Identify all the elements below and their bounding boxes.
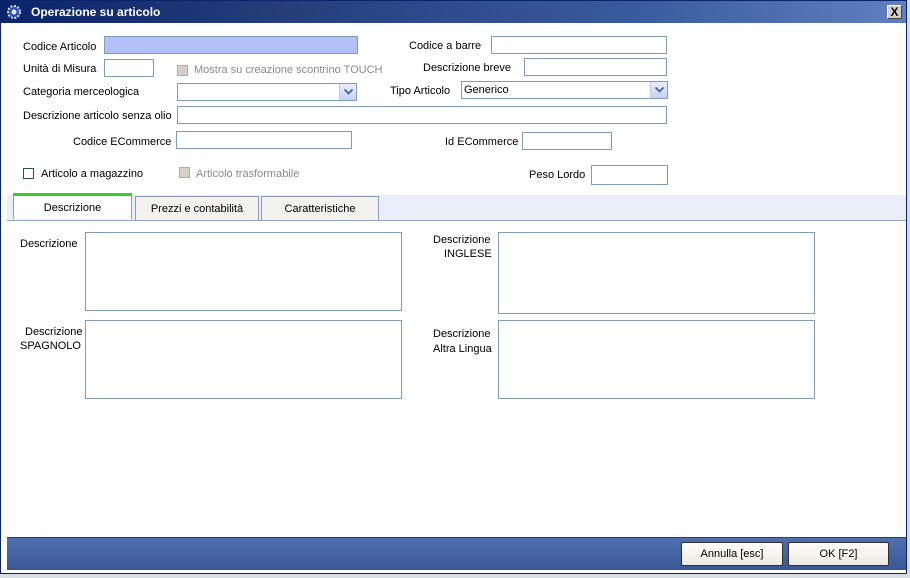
descrizione-inglese-label-1: Descrizione (433, 234, 491, 246)
descrizione-breve-input[interactable] (524, 58, 667, 76)
title-bar[interactable]: Operazione su articolo X (1, 1, 906, 23)
descrizione-senza-olio-label: Descrizione articolo senza olio (23, 110, 172, 122)
chevron-down-icon[interactable] (650, 82, 667, 98)
id-ecommerce-label: Id ECommerce (445, 136, 519, 148)
descrizione-inglese-textarea[interactable] (498, 232, 815, 314)
annulla-button[interactable]: Annulla [esc] (681, 542, 783, 566)
mostra-touch-checkbox[interactable] (177, 65, 188, 76)
codice-ecommerce-input[interactable] (176, 131, 352, 149)
tipo-articolo-label: Tipo Articolo (390, 85, 451, 97)
codice-ecommerce-label: Codice ECommerce (73, 136, 172, 148)
descrizione-spagnolo-label-1: Descrizione (25, 326, 83, 338)
descrizione-spagnolo-label-2: SPAGNOLO (20, 340, 81, 352)
articolo-magazzino-checkbox[interactable] (23, 168, 34, 179)
codice-barre-input[interactable] (491, 36, 667, 54)
tab-label: Descrizione (43, 201, 102, 214)
descrizione-label: Descrizione (20, 238, 78, 250)
ok-button[interactable]: OK [F2] (788, 542, 889, 566)
tab-caratteristiche[interactable]: Caratteristiche (261, 196, 379, 220)
window-title: Operazione su articolo (31, 5, 161, 19)
close-button[interactable]: X (887, 5, 902, 19)
articolo-magazzino-label: Articolo a magazzino (41, 168, 144, 180)
peso-lordo-label: Peso Lordo (529, 169, 586, 181)
chevron-down-icon[interactable] (339, 84, 356, 100)
footer-bar: Annulla [esc] OK [F2] (7, 537, 906, 570)
id-ecommerce-input[interactable] (522, 132, 612, 150)
tipo-articolo-select[interactable]: Generico (461, 81, 668, 99)
tab-label: Prezzi e contabilità (150, 202, 244, 215)
unita-misura-label: Unità di Misura (23, 63, 97, 75)
categoria-label: Categoria merceologica (23, 86, 140, 98)
descrizione-spagnolo-textarea[interactable] (85, 320, 402, 399)
tab-strip: Descrizione Prezzi e contabilità Caratte… (7, 193, 906, 221)
peso-lordo-input[interactable] (591, 165, 668, 185)
unita-misura-input[interactable] (104, 59, 154, 77)
descrizione-altra-lingua-label-2: Altra Lingua (433, 343, 492, 355)
articolo-trasformabile-checkbox[interactable] (179, 167, 190, 178)
tipo-articolo-value: Generico (464, 84, 509, 96)
descrizione-breve-label: Descrizione breve (423, 62, 512, 74)
gear-icon (6, 4, 22, 20)
codice-barre-label: Codice a barre (409, 40, 482, 52)
descrizione-inglese-label-2: INGLESE (444, 248, 492, 260)
codice-articolo-input[interactable] (104, 36, 358, 54)
descrizione-altra-lingua-textarea[interactable] (498, 320, 815, 399)
articolo-trasformabile-label: Articolo trasformabile (196, 168, 300, 180)
tab-prezzi-contabilita[interactable]: Prezzi e contabilità (135, 196, 259, 220)
categoria-select[interactable] (177, 83, 357, 101)
close-icon: X (890, 5, 899, 19)
mostra-touch-label: Mostra su creazione scontrino TOUCH (194, 64, 383, 76)
descrizione-altra-lingua-label-1: Descrizione (433, 328, 491, 340)
tab-descrizione[interactable]: Descrizione (13, 193, 132, 219)
codice-articolo-label: Codice Articolo (23, 41, 97, 53)
descrizione-textarea[interactable] (85, 232, 402, 311)
descrizione-senza-olio-input[interactable] (177, 106, 667, 124)
tab-label: Caratteristiche (284, 202, 356, 215)
